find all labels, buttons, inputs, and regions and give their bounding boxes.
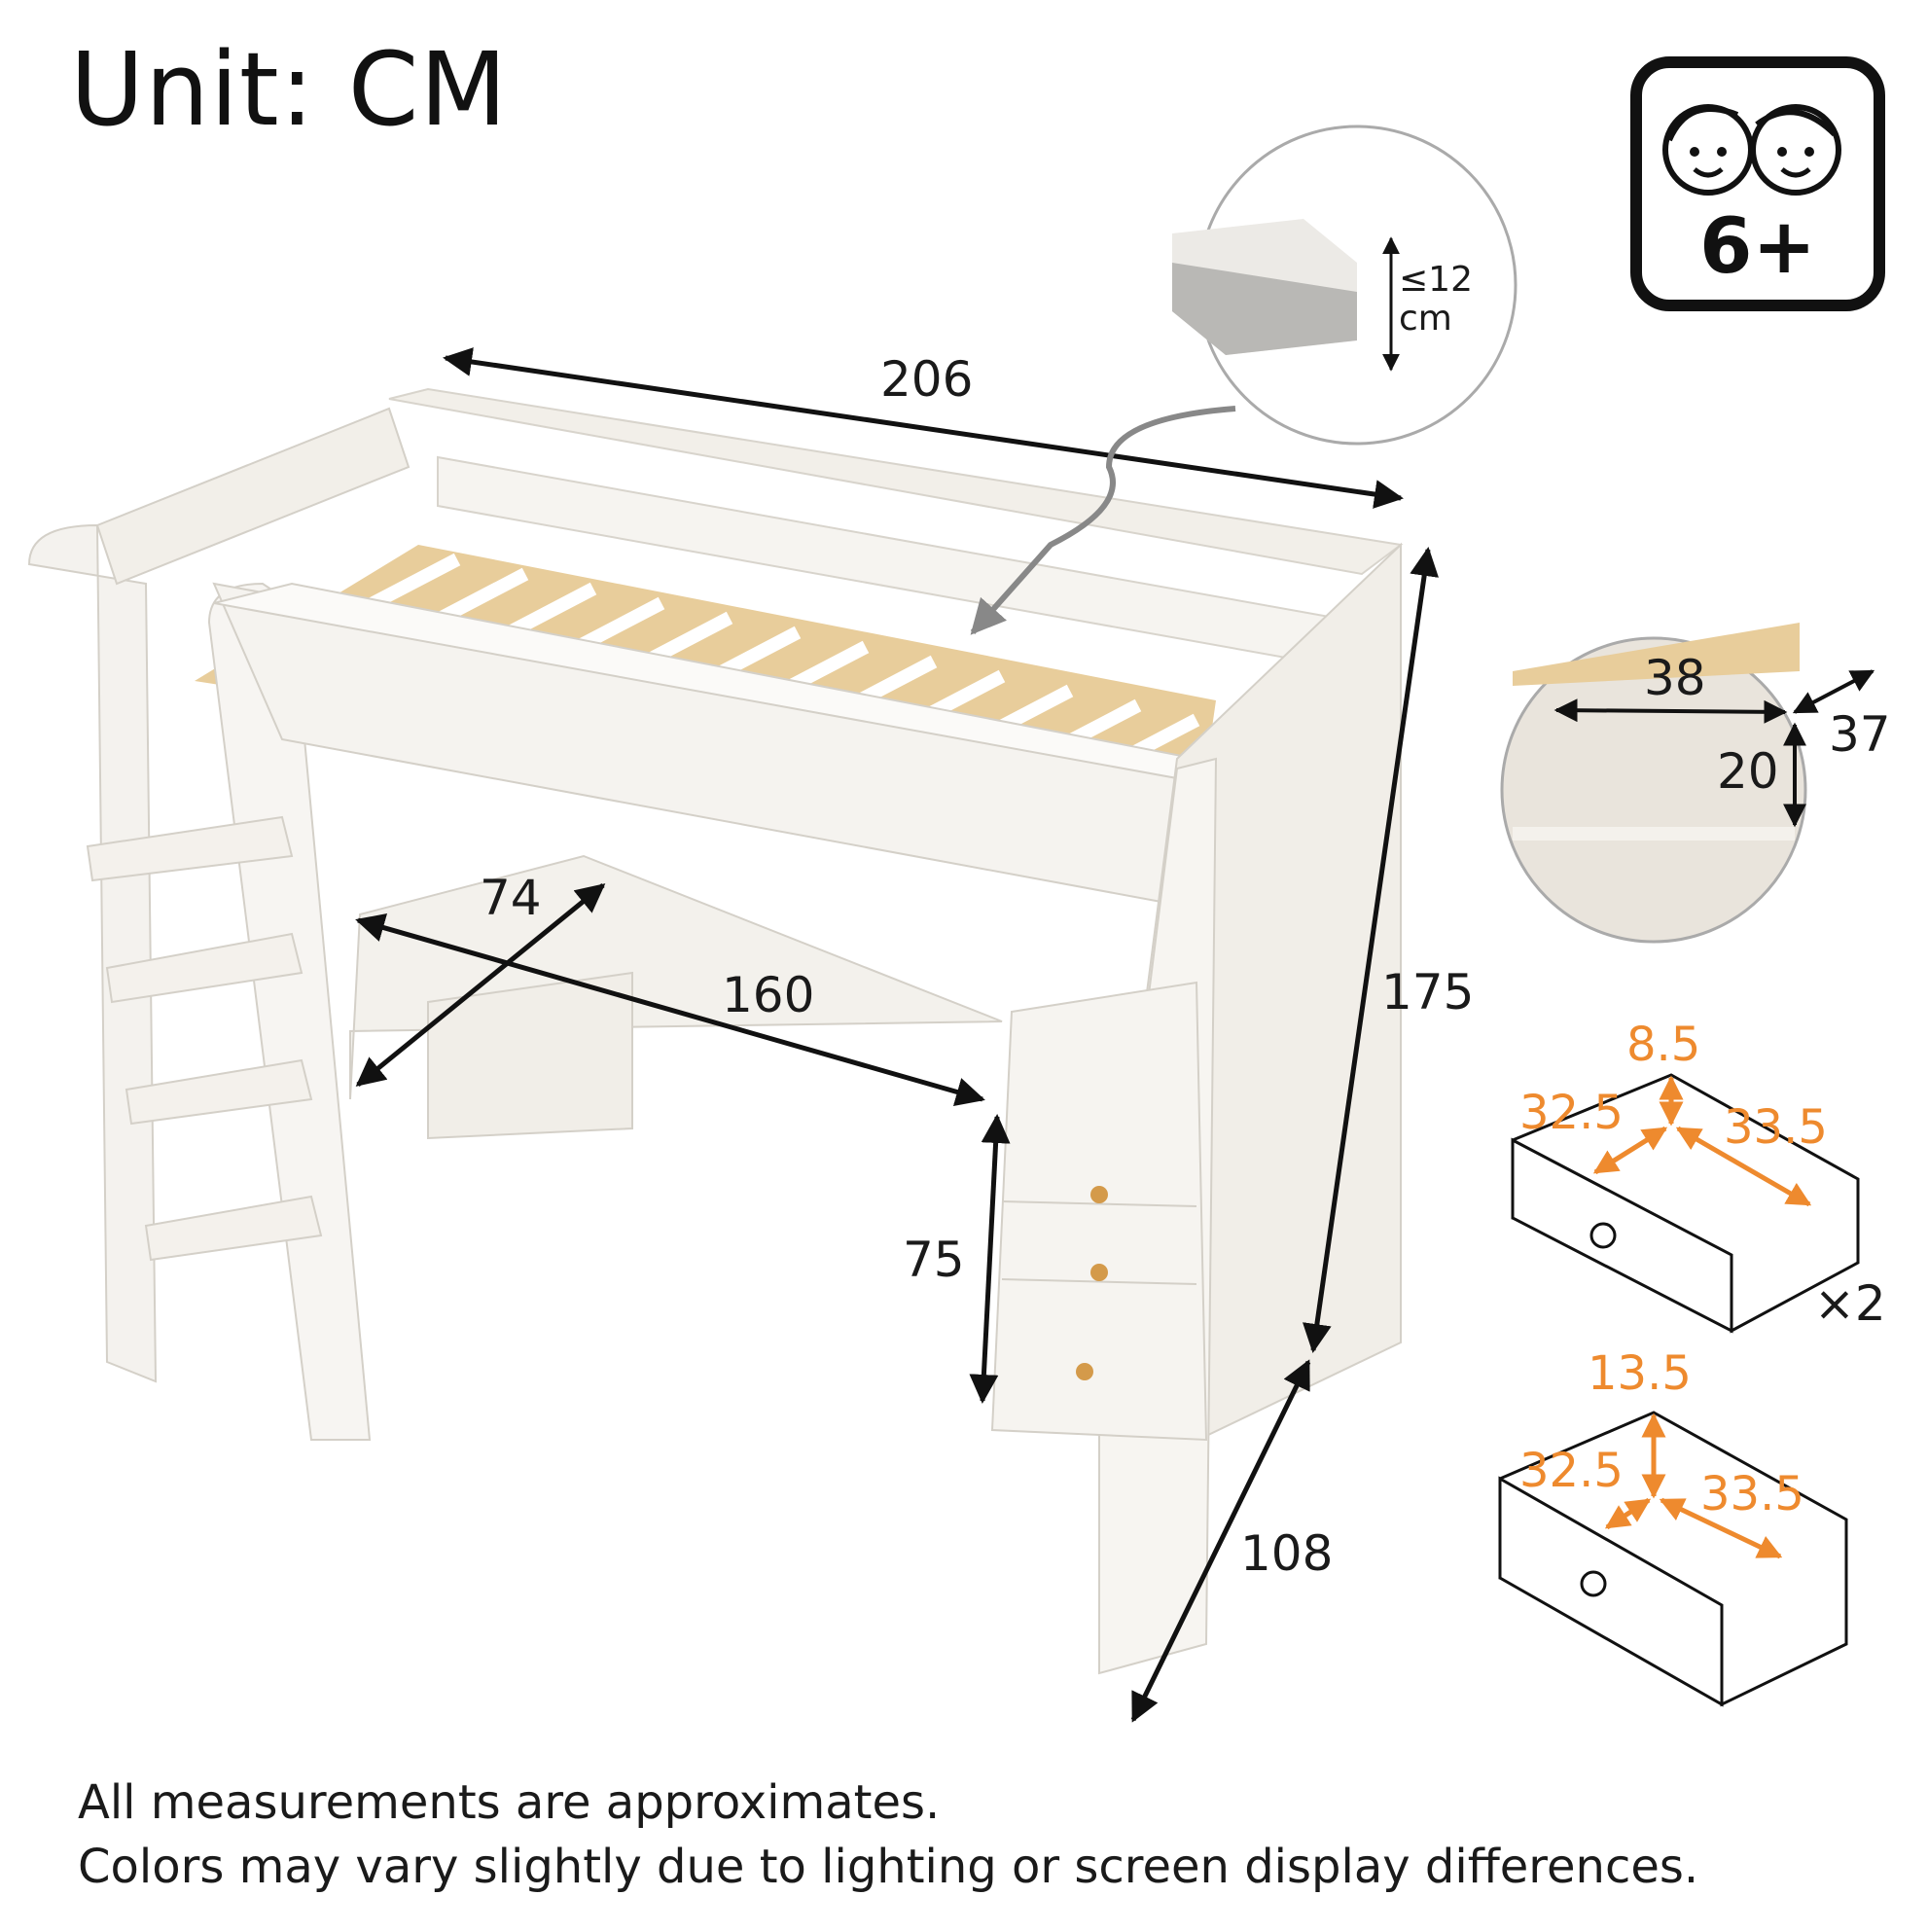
width-arrow xyxy=(1130,1359,1311,1723)
shelf-width-label: 38 xyxy=(1644,650,1706,706)
drawer-small-diagram xyxy=(1511,1073,1860,1334)
drawer-large-width-label: 32.5 xyxy=(1519,1444,1624,1498)
age-label: 6+ xyxy=(1699,203,1816,291)
loft-bed xyxy=(27,387,1404,1675)
mattress-callout xyxy=(970,125,1517,635)
desk-depth-arrow xyxy=(355,883,606,1087)
desk-height-label: 75 xyxy=(903,1232,965,1288)
drawer-small-width-label: 32.5 xyxy=(1519,1086,1624,1140)
disclaimer: All measurements are approximates. Color… xyxy=(78,1771,1698,1899)
length-arrow xyxy=(443,347,1404,509)
height-arrow xyxy=(1302,547,1440,1353)
shelf-height-label: 20 xyxy=(1717,743,1779,800)
disclaimer-line-2: Colors may vary slightly due to lighting… xyxy=(78,1840,1699,1894)
desk-height-arrow xyxy=(969,1114,1011,1404)
desk-length-label: 160 xyxy=(722,967,815,1023)
shelf-callout xyxy=(1500,623,1875,944)
mattress-unit-label: cm xyxy=(1399,299,1452,339)
bed-length-label: 206 xyxy=(880,351,974,408)
shelf-depth-label: 37 xyxy=(1829,706,1891,763)
page-title: Unit: CM xyxy=(70,30,509,149)
desk-depth-label: 74 xyxy=(480,870,542,926)
drawer-small-depth-label: 33.5 xyxy=(1724,1100,1828,1155)
drawer-quantity-label: ×2 xyxy=(1814,1275,1886,1332)
drawer-large-height-label: 13.5 xyxy=(1588,1346,1692,1401)
bed-height-label: 175 xyxy=(1381,964,1475,1020)
bed-width-label: 108 xyxy=(1240,1525,1334,1582)
drawer-small-height-label: 8.5 xyxy=(1626,1018,1701,1072)
drawer-large-diagram xyxy=(1498,1411,1848,1707)
disclaimer-line-1: All measurements are approximates. xyxy=(78,1775,941,1830)
age-badge: 6+ xyxy=(1630,56,1885,311)
mattress-max-label: ≤12 xyxy=(1399,260,1473,300)
two-children-faces-icon: 6+ xyxy=(1630,56,1885,311)
drawer-large-depth-label: 33.5 xyxy=(1700,1467,1804,1521)
dimension-arrows xyxy=(355,347,1440,1723)
